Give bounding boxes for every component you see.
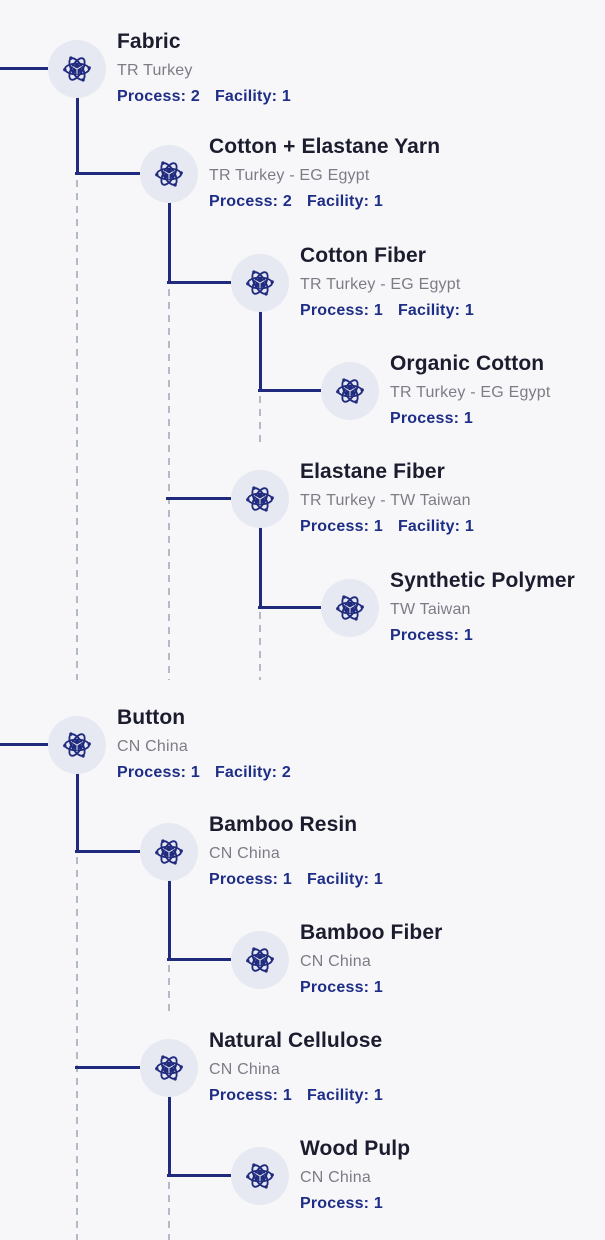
node-title: Bamboo Resin	[209, 813, 358, 836]
connector-line	[75, 172, 140, 175]
node-facility-count: Facility: 1	[306, 871, 383, 888]
node-title: Cotton + Elastane Yarn	[209, 135, 441, 158]
node-location: CN China	[300, 1169, 371, 1186]
atom-icon	[245, 1161, 275, 1190]
node-icon-button[interactable]	[140, 144, 198, 203]
node-process-count: Process: 1	[390, 627, 473, 644]
node-location: TR Turkey - TW Taiwan	[300, 492, 471, 509]
indent-guide	[259, 396, 261, 447]
connector-line	[168, 880, 171, 961]
connector-line	[76, 97, 79, 175]
node-icon-button[interactable]	[48, 715, 106, 774]
node-process-count: Process: 1	[300, 518, 383, 535]
connector-line	[75, 850, 140, 853]
indent-guide	[168, 289, 170, 680]
node-location: CN China	[209, 1061, 280, 1078]
node-title: Natural Cellulose	[209, 1029, 383, 1052]
atom-icon	[62, 730, 92, 759]
tree-node-bamboo-fiber: Bamboo Fiber CN China Process: 1	[231, 918, 442, 1001]
node-process-count: Process: 2	[209, 193, 292, 210]
tree-node-cotton-elastane-yarn: Cotton + Elastane Yarn TR Turkey - EG Eg…	[140, 132, 440, 215]
tree-node-organic-cotton: Organic Cotton TR Turkey - EG Egypt Proc…	[321, 349, 550, 432]
node-icon-button[interactable]	[231, 1146, 289, 1205]
atom-icon	[335, 593, 365, 622]
connector-line	[0, 743, 48, 746]
node-location: TR Turkey	[117, 62, 193, 79]
connector-line	[259, 311, 262, 392]
node-facility-count: Facility: 1	[397, 518, 474, 535]
node-facility-count: Facility: 1	[397, 302, 474, 319]
connector-line	[167, 1174, 231, 1177]
node-process-count: Process: 1	[209, 1087, 292, 1104]
node-facility-count: Facility: 1	[214, 88, 291, 105]
atom-icon	[154, 837, 184, 866]
atom-icon	[245, 268, 275, 297]
node-icon-button[interactable]	[321, 578, 379, 637]
node-location: TR Turkey - EG Egypt	[300, 276, 461, 293]
indent-guide	[168, 965, 170, 1017]
node-title: Fabric	[117, 30, 181, 53]
connector-line	[168, 1096, 171, 1177]
node-process-count: Process: 2	[117, 88, 200, 105]
node-process-count: Process: 1	[300, 979, 383, 996]
node-location: TW Taiwan	[390, 601, 471, 618]
atom-icon	[245, 945, 275, 974]
atom-icon	[154, 159, 184, 188]
tree-node-fabric: Fabric TR Turkey Process: 2 Facility: 1	[48, 27, 291, 110]
node-location: CN China	[209, 845, 280, 862]
node-icon-button[interactable]	[140, 822, 198, 881]
indent-guide	[259, 612, 261, 680]
node-process-count: Process: 1	[117, 764, 200, 781]
node-process-count: Process: 1	[390, 410, 473, 427]
node-icon-button[interactable]	[231, 469, 289, 528]
connector-line	[0, 67, 48, 70]
node-title: Bamboo Fiber	[300, 921, 443, 944]
tree-node-button: Button CN China Process: 1 Facility: 2	[48, 703, 291, 786]
node-title: Cotton Fiber	[300, 244, 427, 267]
tree-node-bamboo-resin: Bamboo Resin CN China Process: 1 Facility…	[140, 810, 383, 893]
atom-icon	[154, 1053, 184, 1082]
indent-guide	[76, 857, 78, 1240]
node-location: CN China	[117, 738, 188, 755]
node-location: TR Turkey - EG Egypt	[209, 167, 370, 184]
connector-line	[166, 497, 231, 500]
tree-node-elastane-fiber: Elastane Fiber TR Turkey - TW Taiwan Pro…	[231, 457, 474, 540]
node-title: Organic Cotton	[390, 352, 545, 375]
tree-node-natural-cellulose: Natural Cellulose CN China Process: 1 Fac…	[140, 1026, 383, 1109]
node-icon-button[interactable]	[231, 930, 289, 989]
connector-line	[168, 202, 171, 284]
connector-line	[75, 1066, 140, 1069]
node-icon-button[interactable]	[231, 253, 289, 312]
node-process-count: Process: 1	[209, 871, 292, 888]
tree-node-synthetic-polymer: Synthetic Polymer TW Taiwan Process: 1	[321, 566, 575, 649]
node-title: Elastane Fiber	[300, 460, 445, 483]
indent-guide	[168, 1182, 170, 1240]
tree-node-wood-pulp: Wood Pulp CN China Process: 1	[231, 1134, 410, 1217]
tree-node-cotton-fiber: Cotton Fiber TR Turkey - EG Egypt Proces…	[231, 241, 474, 324]
node-icon-button[interactable]	[321, 361, 379, 420]
atom-icon	[62, 54, 92, 83]
connector-line	[259, 527, 262, 609]
node-facility-count: Facility: 2	[214, 764, 291, 781]
node-facility-count: Facility: 1	[306, 193, 383, 210]
node-process-count: Process: 1	[300, 1195, 383, 1212]
node-location: TR Turkey - EG Egypt	[390, 384, 551, 401]
node-icon-button[interactable]	[140, 1038, 198, 1097]
node-title: Synthetic Polymer	[390, 569, 575, 592]
connector-line	[258, 606, 321, 609]
node-title: Button	[117, 706, 186, 729]
node-facility-count: Facility: 1	[306, 1087, 383, 1104]
atom-icon	[335, 376, 365, 405]
node-title: Wood Pulp	[300, 1137, 411, 1160]
atom-icon	[245, 484, 275, 513]
connector-line	[167, 958, 231, 961]
node-process-count: Process: 1	[300, 302, 383, 319]
node-location: CN China	[300, 953, 371, 970]
connector-line	[76, 773, 79, 853]
connector-line	[258, 389, 321, 392]
connector-line	[167, 281, 231, 284]
indent-guide	[76, 180, 78, 680]
node-icon-button[interactable]	[48, 39, 106, 98]
